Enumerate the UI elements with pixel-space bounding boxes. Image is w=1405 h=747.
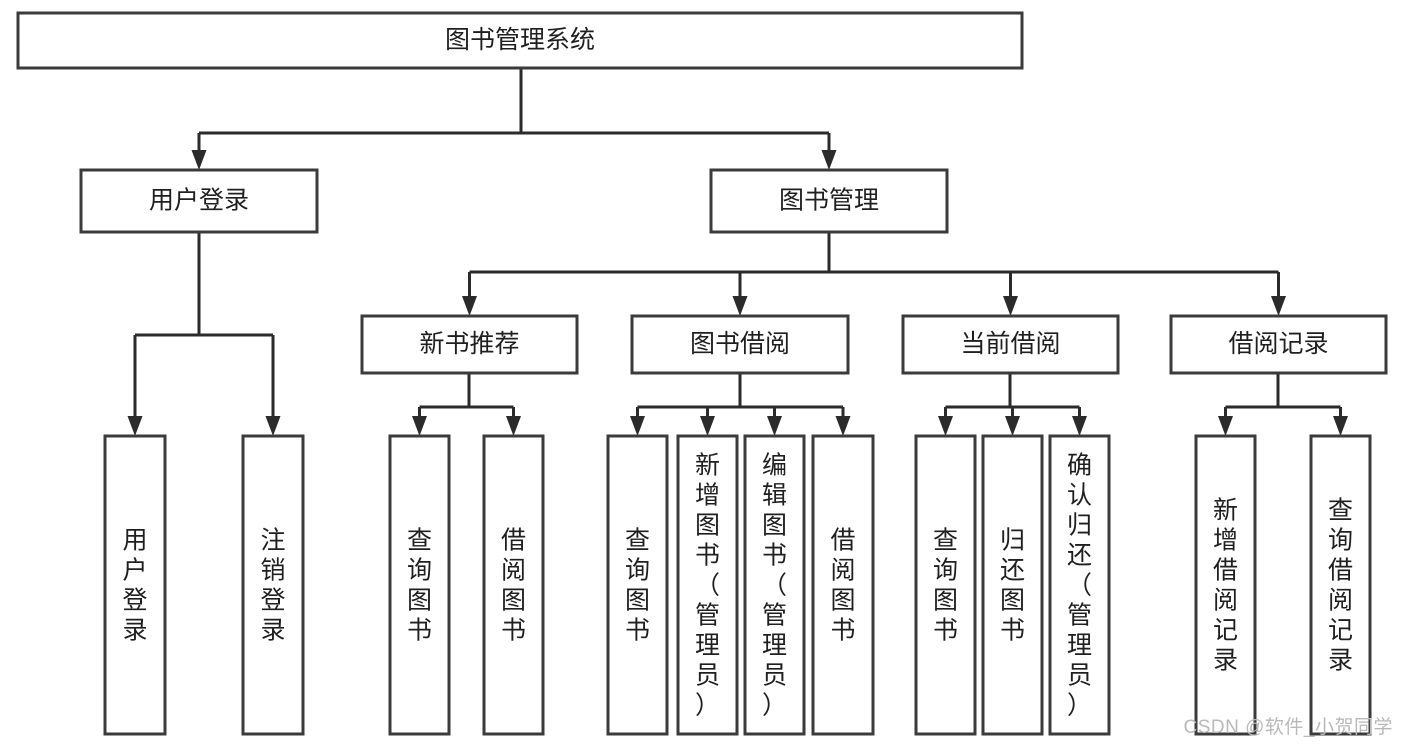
node-box[interactable] — [630, 314, 850, 375]
node-box[interactable] — [709, 168, 949, 234]
node-box[interactable] — [1048, 434, 1111, 736]
node-label: 新书推荐 — [419, 330, 519, 358]
edge-arrowhead — [821, 150, 837, 170]
node-label: 借阅记录 — [1228, 330, 1328, 358]
node-leaf-leaf-add-book[interactable]: 新增图书（管理员） — [676, 434, 739, 736]
edge-arrowhead — [630, 416, 645, 436]
node-l2-user-login[interactable]: 用户登录 — [79, 168, 319, 234]
node-label: 查询图书 — [625, 526, 650, 644]
node-leaf-leaf-add-record[interactable]: 新增借阅记录 — [1194, 434, 1257, 736]
node-l3-borrow-record[interactable]: 借阅记录 — [1169, 314, 1388, 375]
node-box[interactable] — [360, 314, 579, 375]
edge-arrowhead — [700, 416, 715, 436]
edge-arrowhead — [191, 150, 207, 170]
node-leaf-leaf-return-book[interactable]: 归还图书 — [981, 434, 1044, 736]
node-label: 确认归还（管理员） — [1067, 451, 1092, 719]
edge-group-borrow-record — [1218, 373, 1348, 436]
node-l3-current-borrow[interactable]: 当前借阅 — [901, 314, 1120, 375]
edge-group-root — [191, 68, 837, 170]
node-box[interactable] — [743, 434, 806, 736]
node-root-图书管理系统[interactable]: 图书管理系统 — [16, 11, 1024, 70]
edges-layer — [127, 68, 1348, 436]
nodes-layer: 图书管理系统用户登录图书管理新书推荐图书借阅当前借阅借阅记录用户登录注销登录查询… — [16, 11, 1388, 736]
node-label: 借阅图书 — [830, 526, 855, 644]
node-label: 注销登录 — [260, 526, 285, 644]
node-label: 图书管理系统 — [445, 26, 595, 54]
node-l3-book-borrow[interactable]: 图书借阅 — [630, 314, 850, 375]
edge-arrowhead — [1218, 416, 1233, 436]
edge-arrowhead — [127, 416, 143, 436]
node-box[interactable] — [811, 434, 875, 736]
edge-arrowhead — [412, 416, 427, 436]
node-label: 新增图书（管理员） — [695, 451, 720, 719]
node-leaf-leaf-query-book-rec[interactable]: 查询图书 — [388, 434, 451, 736]
node-leaf-leaf-edit-book[interactable]: 编辑图书（管理员） — [743, 434, 806, 736]
edge-group-new-book-rec — [412, 373, 521, 436]
edge-arrowhead — [1333, 416, 1348, 436]
node-box[interactable] — [1309, 434, 1372, 736]
node-label: 用户登录 — [122, 526, 147, 644]
edge-group-current-borrow — [938, 373, 1087, 436]
edge-arrowhead — [1005, 416, 1020, 436]
edge-arrowhead — [938, 416, 953, 436]
edge-arrowhead — [462, 296, 477, 316]
node-label: 查询图书 — [933, 526, 958, 644]
edge-arrowhead — [1003, 296, 1018, 316]
edge-arrowhead — [265, 416, 281, 436]
edge-group-book-manage — [462, 232, 1286, 316]
node-box[interactable] — [1194, 434, 1257, 736]
node-box[interactable] — [103, 434, 167, 736]
node-label: 用户登录 — [149, 187, 249, 215]
edge-arrowhead — [732, 296, 748, 316]
node-label: 当前借阅 — [960, 330, 1060, 358]
edge-group-book-borrow — [630, 373, 851, 436]
node-box[interactable] — [914, 434, 977, 736]
node-box[interactable] — [676, 434, 739, 736]
node-leaf-leaf-borrow-book-rec[interactable]: 借阅图书 — [482, 434, 545, 736]
node-box[interactable] — [1169, 314, 1388, 375]
node-label: 查询借阅记录 — [1328, 496, 1353, 674]
node-label: 编辑图书（管理员） — [762, 451, 787, 719]
edge-arrowhead — [767, 416, 782, 436]
edge-arrowhead — [506, 416, 521, 436]
node-box[interactable] — [901, 314, 1120, 375]
node-label: 查询图书 — [407, 526, 432, 644]
node-box[interactable] — [79, 168, 319, 234]
node-box[interactable] — [388, 434, 451, 736]
node-box[interactable] — [606, 434, 669, 736]
node-leaf-leaf-logout[interactable]: 注销登录 — [241, 434, 305, 736]
node-l3-new-book-rec[interactable]: 新书推荐 — [360, 314, 579, 375]
node-leaf-leaf-user-login[interactable]: 用户登录 — [103, 434, 167, 736]
node-box[interactable] — [241, 434, 305, 736]
node-box[interactable] — [482, 434, 545, 736]
node-l2-book-manage[interactable]: 图书管理 — [709, 168, 949, 234]
edge-arrowhead — [1072, 416, 1087, 436]
node-leaf-leaf-query-book-cur[interactable]: 查询图书 — [914, 434, 977, 736]
node-label: 新增借阅记录 — [1213, 496, 1238, 674]
node-box[interactable] — [981, 434, 1044, 736]
node-label: 图书管理 — [779, 187, 879, 215]
node-label: 归还图书 — [1000, 526, 1025, 644]
edge-arrowhead — [1271, 296, 1286, 316]
node-leaf-leaf-query-book[interactable]: 查询图书 — [606, 434, 669, 736]
edge-arrowhead — [835, 416, 851, 436]
node-leaf-leaf-borrow-book[interactable]: 借阅图书 — [811, 434, 875, 736]
node-label: 图书借阅 — [690, 330, 790, 358]
node-box[interactable] — [16, 11, 1024, 70]
node-leaf-leaf-confirm-return[interactable]: 确认归还（管理员） — [1048, 434, 1111, 736]
node-label: 借阅图书 — [501, 526, 526, 644]
node-leaf-leaf-query-record[interactable]: 查询借阅记录 — [1309, 434, 1372, 736]
edge-group-user-login — [127, 232, 281, 436]
